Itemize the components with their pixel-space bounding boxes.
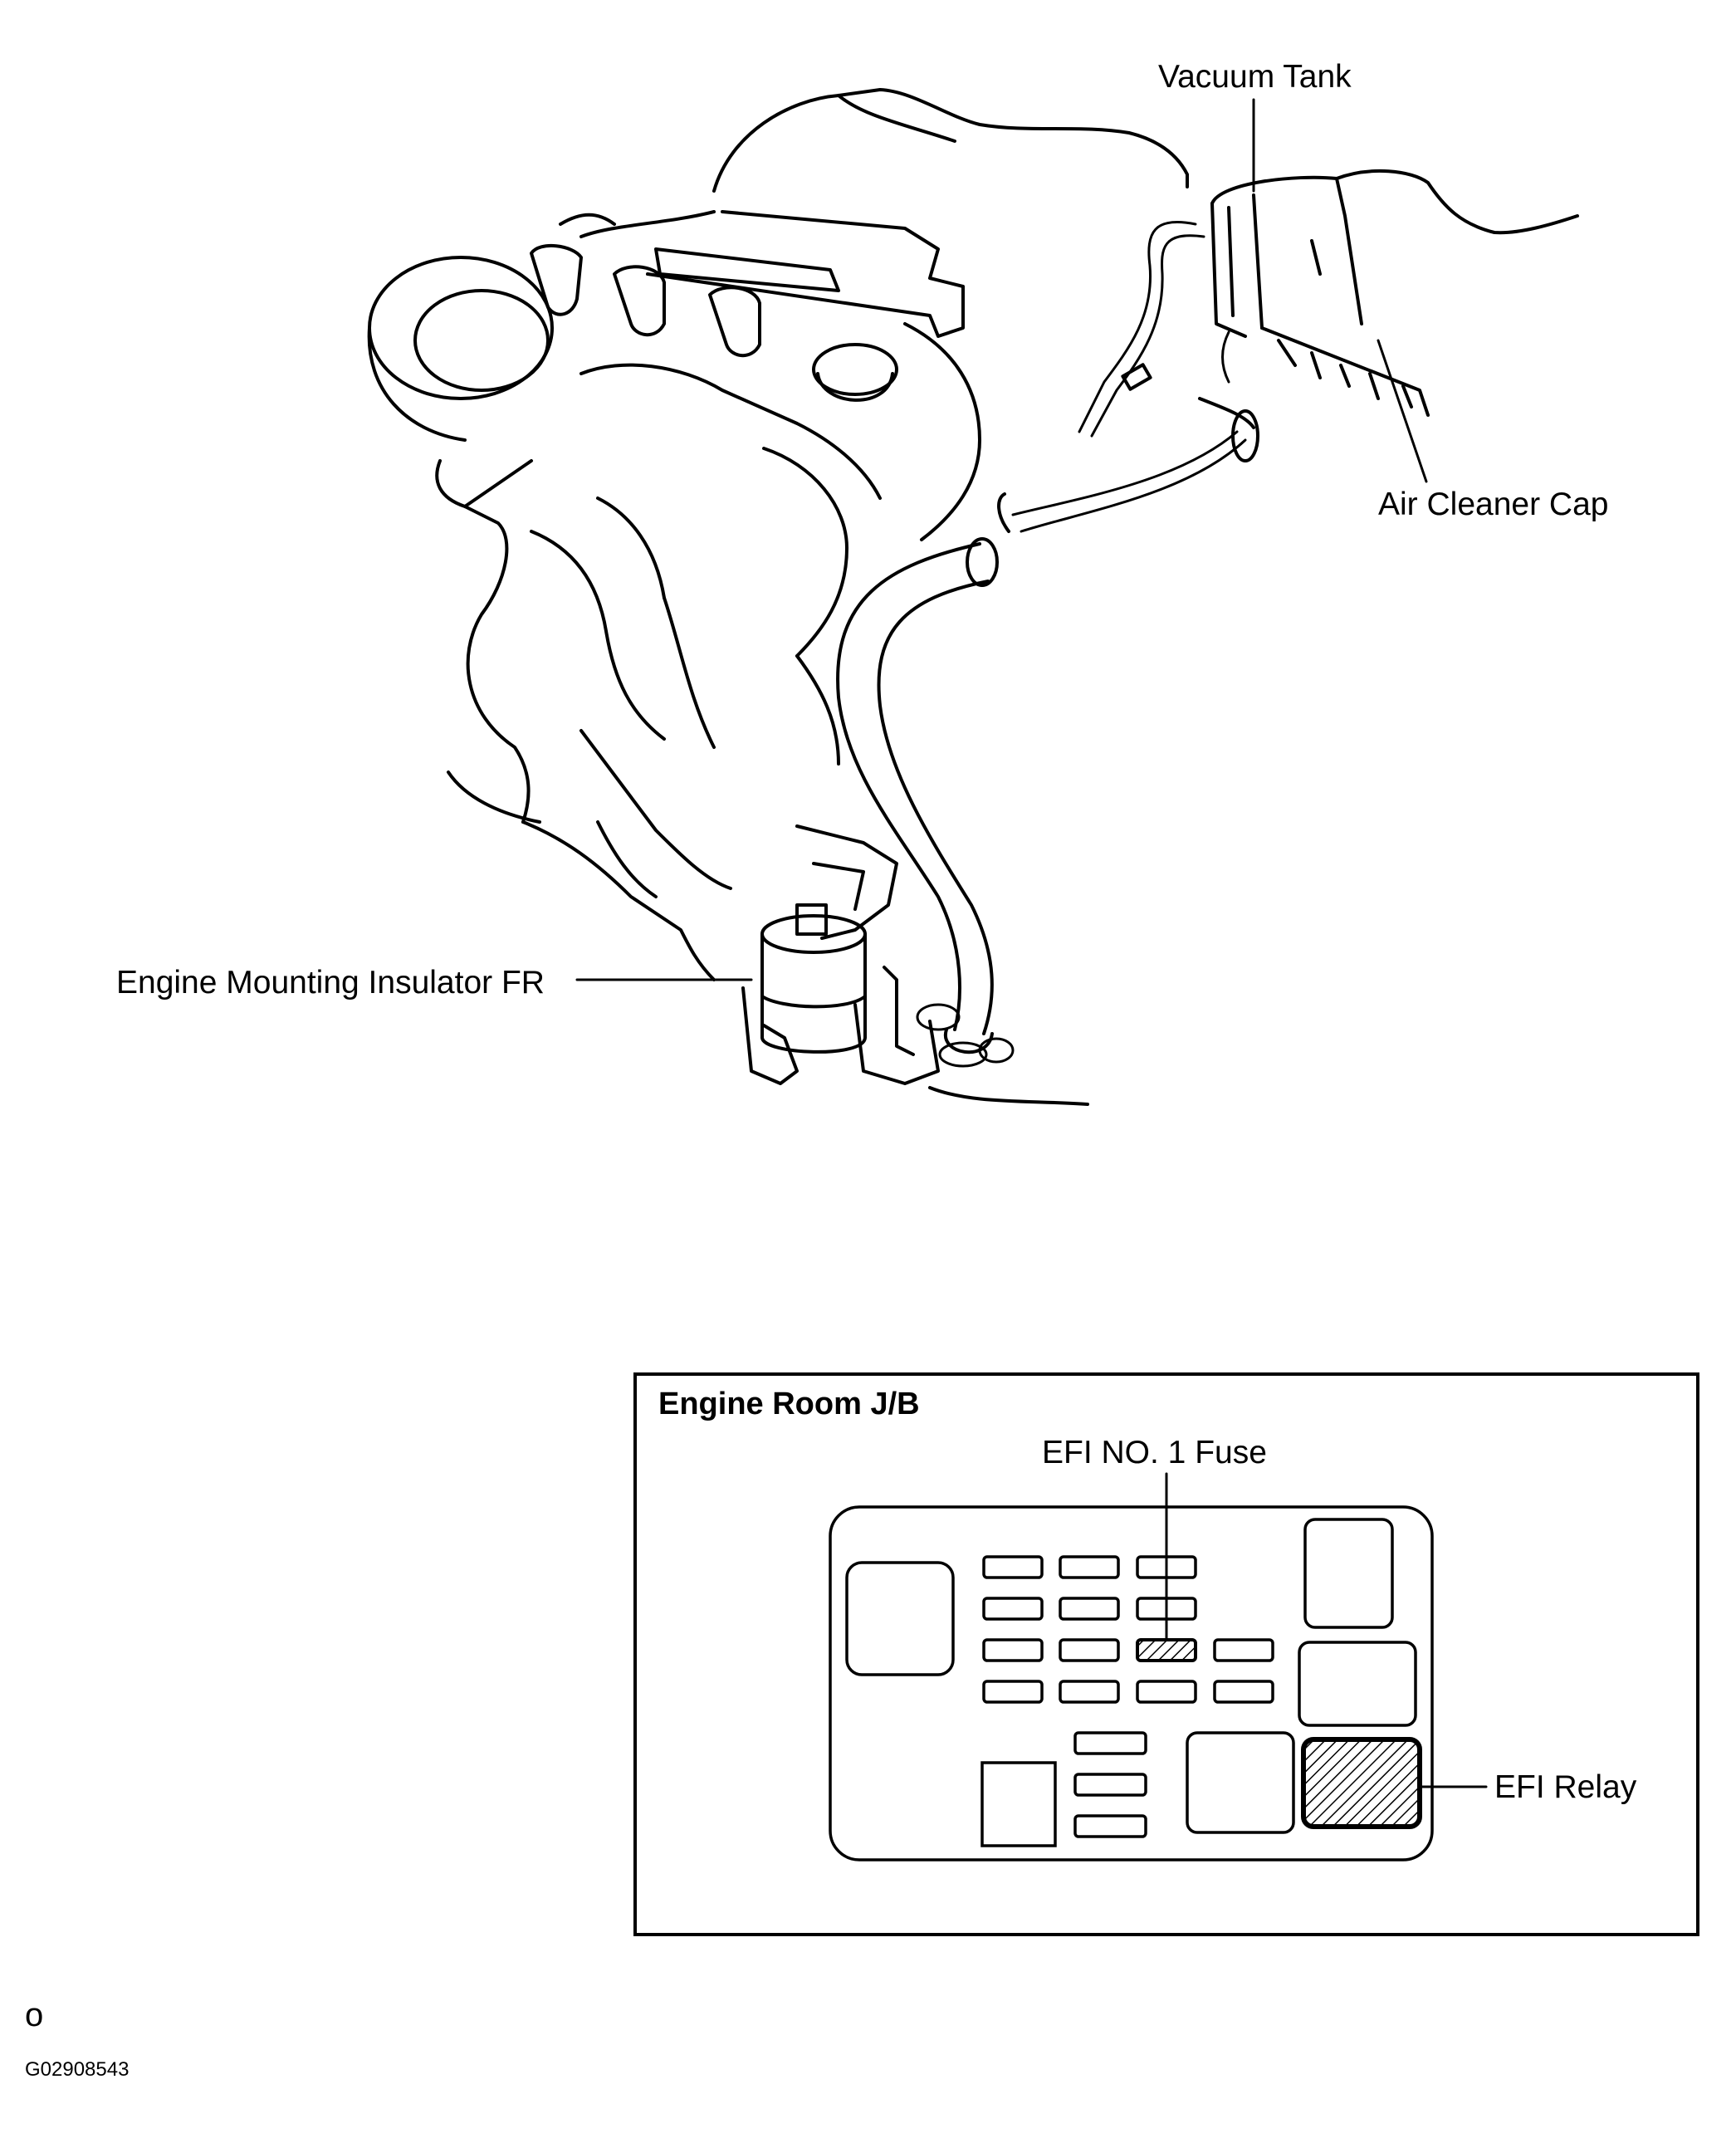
fuse bbox=[1213, 1638, 1274, 1662]
label-vacuum-tank: Vacuum Tank bbox=[1158, 59, 1352, 95]
label-air-cleaner-cap: Air Cleaner Cap bbox=[1378, 487, 1608, 522]
vacuum-hose bbox=[836, 220, 1259, 1068]
junction-box-title: Engine Room J/B bbox=[658, 1387, 920, 1421]
fuse-box-diagram: Engine Room J/B EFI NO. 1 Fuse bbox=[633, 1372, 1699, 1936]
fuse bbox=[1073, 1731, 1147, 1755]
fuse bbox=[982, 1680, 1044, 1704]
relay-top-right bbox=[1303, 1518, 1394, 1629]
fuse bbox=[982, 1597, 1044, 1621]
fuse bbox=[982, 1638, 1044, 1662]
callouts bbox=[575, 98, 1428, 981]
relay-bottom-middle bbox=[1186, 1731, 1295, 1834]
relay-bottom-left bbox=[980, 1761, 1057, 1847]
label-engine-mounting-insulator: Engine Mounting Insulator FR bbox=[116, 965, 545, 1000]
junction-box-frame bbox=[633, 1372, 1699, 1936]
fuse bbox=[1136, 1680, 1197, 1704]
fuse bbox=[1059, 1555, 1120, 1579]
footer-mark: o bbox=[25, 1997, 43, 2033]
relay-middle-right bbox=[1298, 1641, 1417, 1727]
label-efi-relay: EFI Relay bbox=[1494, 1769, 1637, 1805]
fuse bbox=[1213, 1680, 1274, 1704]
fuse bbox=[1073, 1773, 1147, 1797]
fuse bbox=[1059, 1680, 1120, 1704]
vacuum-tank-illustration bbox=[1210, 169, 1579, 417]
label-efi-fuse: EFI NO. 1 Fuse bbox=[1042, 1435, 1267, 1470]
engine-illustration bbox=[367, 88, 1189, 1106]
fuse bbox=[1059, 1597, 1120, 1621]
relay-left bbox=[845, 1561, 955, 1676]
fuse bbox=[1073, 1814, 1147, 1838]
figure-id: G02908543 bbox=[25, 2058, 129, 2081]
efi-relay-highlight bbox=[1301, 1737, 1422, 1829]
efi-fuse-highlight bbox=[1136, 1638, 1197, 1662]
fuse bbox=[982, 1555, 1044, 1579]
fuse bbox=[1059, 1638, 1120, 1662]
